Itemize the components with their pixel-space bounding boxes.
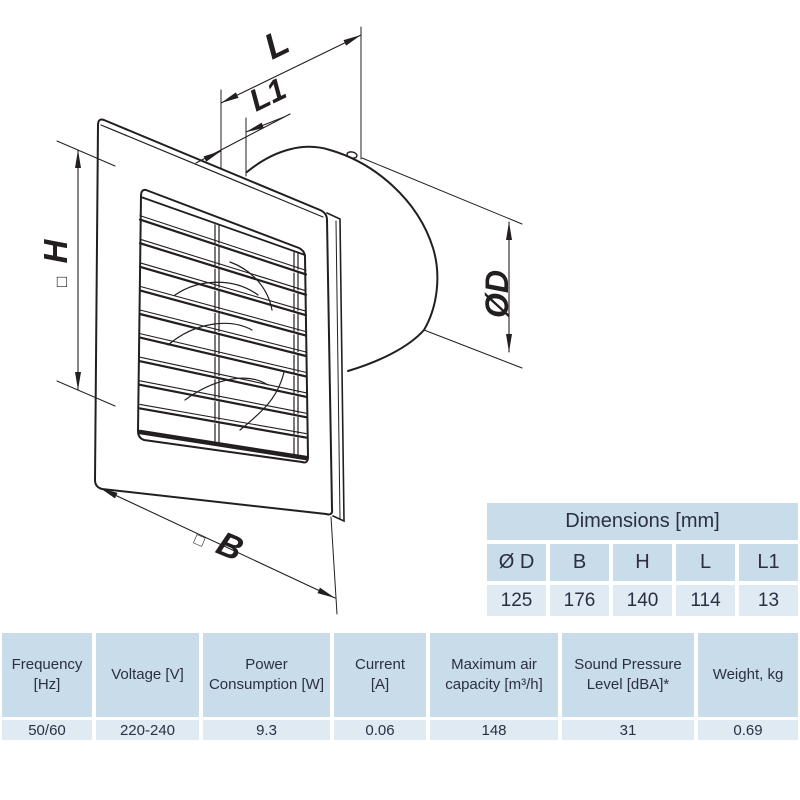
spec-value-cell: 220-240 <box>96 720 199 740</box>
dimension-lines <box>75 34 512 599</box>
spec-col-header: Frequency [Hz] <box>2 633 92 717</box>
spec-col-header: Weight, kg <box>698 633 798 717</box>
spec-col-header: Sound Pressure Level [dBA]* <box>562 633 694 717</box>
spec-value-row: 50/60 220-240 9.3 0.06 148 31 0.69 <box>2 720 798 740</box>
spec-header-row: Frequency [Hz] Voltage [V] Power Consump… <box>2 633 798 717</box>
dim-value-cell: 13 <box>739 585 798 616</box>
spec-value-cell: 50/60 <box>2 720 92 740</box>
spec-col-header: Current [A] <box>334 633 426 717</box>
dim-value-cell: 176 <box>550 585 609 616</box>
fan-panel-side-face <box>326 212 345 523</box>
dim-col-header: L <box>676 544 735 581</box>
spec-value-cell: 0.06 <box>334 720 426 740</box>
dimensions-table-grid: Ø D B H L L1 125 176 140 114 13 <box>487 544 798 616</box>
dim-line-B <box>99 487 336 599</box>
dimensions-table: Dimensions [mm] Ø D B H L L1 125 176 140… <box>487 503 798 616</box>
dim-label-B: □ B <box>190 515 249 569</box>
square-symbol: □ <box>52 277 71 287</box>
dim-col-header: Ø D <box>487 544 546 581</box>
spec-col-header: Maximum air capacity [m³/h] <box>430 633 558 717</box>
spec-col-header: Voltage [V] <box>96 633 199 717</box>
dim-line-L <box>220 34 362 104</box>
grille-bottom-band <box>137 429 309 461</box>
dim-label-L: L <box>258 21 296 67</box>
dim-label-L1: L1 <box>244 71 292 118</box>
dim-col-header: L1 <box>739 544 798 581</box>
spec-col-header: Power Consumption [W] <box>203 633 330 717</box>
duct-top-hole <box>346 151 358 159</box>
spec-value-cell: 0.69 <box>698 720 798 740</box>
dimensions-table-title: Dimensions [mm] <box>487 503 798 540</box>
dim-col-header: B <box>550 544 609 581</box>
dim-line-L1 <box>195 113 291 164</box>
dim-col-header: H <box>613 544 672 581</box>
duct-spigot <box>246 145 439 372</box>
square-symbol: □ <box>191 531 207 551</box>
spec-value-cell: 9.3 <box>203 720 330 740</box>
grille-frame <box>136 188 310 464</box>
dim-value-cell: 114 <box>676 585 735 616</box>
louver-tabs <box>214 224 299 456</box>
impeller-blades <box>167 261 285 431</box>
spec-value-cell: 31 <box>562 720 694 740</box>
dim-value-cell: 125 <box>487 585 546 616</box>
louver-slats <box>138 215 308 439</box>
extension-lines <box>56 26 523 615</box>
dim-label-H: □ H <box>37 239 74 287</box>
fan-technical-drawing: L L1 □ H ØD □ B <box>37 21 523 615</box>
dim-label-OD: ØD <box>479 270 515 318</box>
spec-value-cell: 148 <box>430 720 558 740</box>
specifications-table: Frequency [Hz] Voltage [V] Power Consump… <box>2 633 798 740</box>
dim-value-cell: 140 <box>613 585 672 616</box>
